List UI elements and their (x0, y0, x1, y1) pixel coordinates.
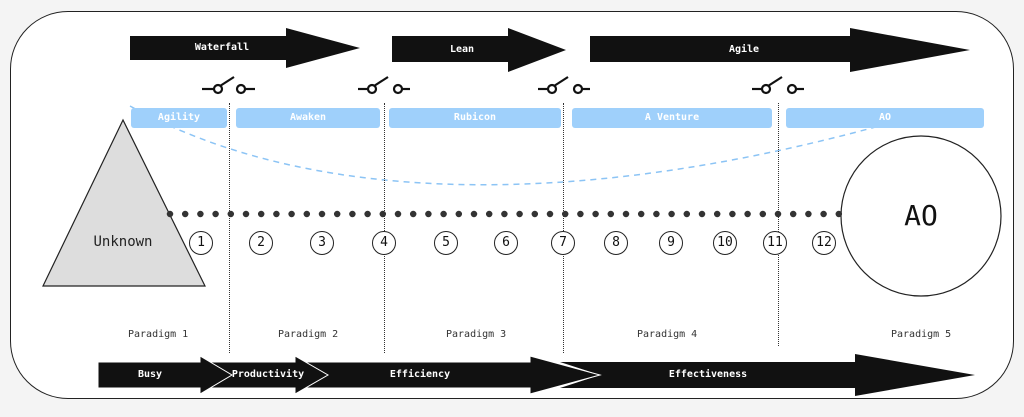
busy-label: Busy (137, 369, 163, 380)
step-9: 9 (659, 231, 683, 255)
step-12: 12 (812, 231, 836, 255)
waterfall-label: Waterfall (194, 42, 250, 53)
step-5: 5 (434, 231, 458, 255)
divider-line (229, 103, 230, 353)
agile-label: Agile (728, 44, 760, 55)
divider-line (384, 103, 385, 353)
unknown-triangle (42, 118, 206, 287)
effectiveness-label: Effectiveness (668, 369, 748, 380)
switch-icon (358, 76, 410, 95)
unknown-label: Unknown (93, 234, 153, 250)
step-2: 2 (249, 231, 273, 255)
a-venture-bar: A Venture (572, 108, 772, 128)
switch-icon (538, 76, 590, 95)
ao-label: AO (904, 199, 938, 232)
step-6: 6 (494, 231, 518, 255)
step-4: 4 (372, 231, 396, 255)
dashed-curve (129, 105, 891, 186)
agile-arrow (590, 28, 970, 72)
lean-label: Lean (449, 44, 475, 55)
paradigm-4-label: Paradigm 4 (637, 329, 698, 340)
divider-line (778, 103, 779, 346)
lean-arrow (392, 28, 566, 72)
step-3: 3 (310, 231, 334, 255)
rubicon-bar: Rubicon (389, 108, 561, 128)
step-10: 10 (713, 231, 737, 255)
effectiveness-arrow (560, 354, 975, 396)
paradigm-3-label: Paradigm 3 (446, 329, 507, 340)
switch-icon (202, 76, 255, 95)
switch-icon (752, 76, 804, 95)
ao-bar: AO (786, 108, 984, 128)
step-11: 11 (763, 231, 787, 255)
divider-line (563, 103, 564, 353)
efficiency-label: Efficiency (389, 369, 451, 380)
awaken-bar: Awaken (236, 108, 380, 128)
step-1: 1 (189, 231, 213, 255)
agility-bar: Agility (131, 108, 227, 128)
step-7: 7 (551, 231, 575, 255)
productivity-label: Productivity (231, 369, 305, 380)
paradigm-1-label: Paradigm 1 (128, 329, 189, 340)
busy-arrow (97, 355, 233, 395)
waterfall-arrow (130, 28, 360, 68)
paradigm-5-label: Paradigm 5 (891, 329, 952, 340)
step-8: 8 (604, 231, 628, 255)
paradigm-2-label: Paradigm 2 (278, 329, 339, 340)
